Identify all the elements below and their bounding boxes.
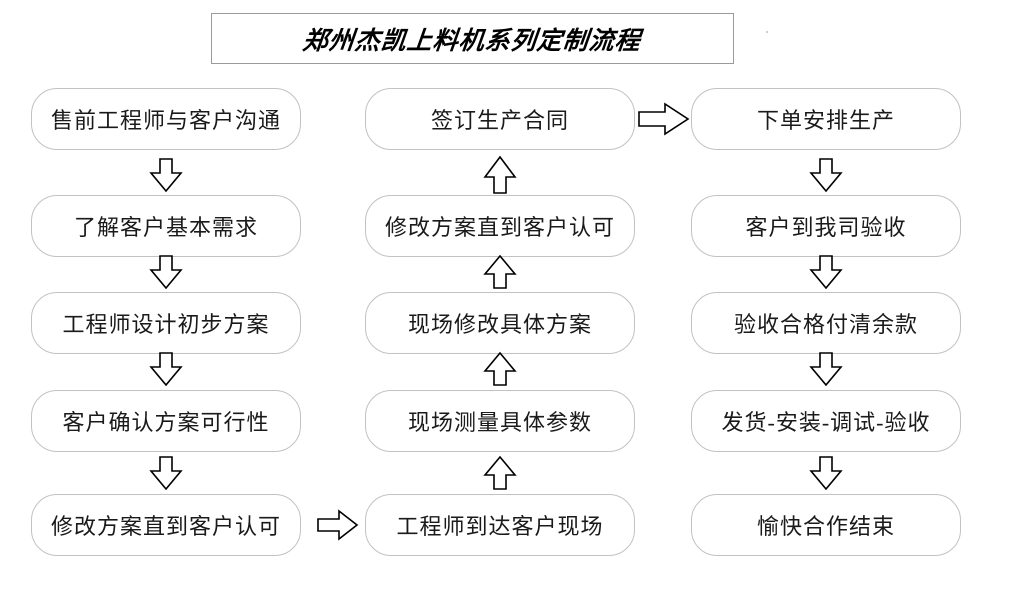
node-label: 愉快合作结束 [756,514,895,539]
node-label: 签订生产合同 [430,108,569,133]
node-label: 客户到我司验收 [745,215,907,240]
node-label: 下单安排生产 [756,108,895,133]
node-onsite-measure-parameters[interactable]: 现场测量具体参数 [365,390,635,452]
node-happy-cooperation-end[interactable]: 愉快合作结束 [691,494,961,556]
node-label: 工程师到达客户现场 [396,514,604,539]
node-engineer-initial-design[interactable]: 工程师设计初步方案 [31,292,301,354]
arrow-up-icon [482,254,518,289]
arrow-down-icon [148,456,184,491]
arrow-down-icon [148,255,184,290]
node-label: 工程师设计初步方案 [62,312,270,337]
arrow-down-icon [148,158,184,193]
node-customer-confirm-feasibility[interactable]: 客户确认方案可行性 [31,390,301,452]
node-sales-engineer-communication[interactable]: 售前工程师与客户沟通 [31,88,301,150]
node-label: 修改方案直到客户认可 [50,514,281,539]
node-sign-production-contract[interactable]: 签订生产合同 [365,88,635,150]
node-label: 发货-安装-调试-验收 [721,410,931,435]
node-revise-until-approved-middle[interactable]: 修改方案直到客户认可 [365,195,635,257]
node-revise-until-approved-left[interactable]: 修改方案直到客户认可 [31,494,301,556]
node-customer-inspection-at-factory[interactable]: 客户到我司验收 [691,195,961,257]
node-ship-install-debug-accept[interactable]: 发货-安装-调试-验收 [691,390,961,452]
node-label: 售前工程师与客户沟通 [50,108,281,133]
page-title: 郑州杰凯上料机系列定制流程 [301,27,643,55]
node-understand-basic-needs[interactable]: 了解客户基本需求 [31,195,301,257]
arrow-down-icon [808,456,844,491]
node-onsite-revise-plan[interactable]: 现场修改具体方案 [365,292,635,354]
arrow-down-icon [808,255,844,290]
arrow-down-icon [808,352,844,387]
node-engineer-arrive-onsite[interactable]: 工程师到达客户现场 [365,494,635,556]
node-label: 客户确认方案可行性 [62,410,270,435]
node-label: 现场修改具体方案 [407,312,592,337]
arrow-up-icon [482,455,518,490]
arrow-down-icon [808,158,844,193]
arrow-right-icon [638,102,690,137]
arrow-right-icon [317,509,359,543]
arrow-down-icon [148,352,184,387]
node-label: 了解客户基本需求 [73,215,258,240]
node-label: 验收合格付清余款 [733,312,918,337]
arrow-up-icon [482,155,518,194]
arrow-up-icon [482,351,518,386]
node-label: 现场测量具体参数 [407,410,592,435]
node-pay-balance-after-acceptance[interactable]: 验收合格付清余款 [691,292,961,354]
node-label: 修改方案直到客户认可 [384,215,615,240]
image-artifact-speck [766,31,768,33]
node-place-order-schedule-production[interactable]: 下单安排生产 [691,88,961,150]
chart-title-box: 郑州杰凯上料机系列定制流程 [211,13,734,64]
